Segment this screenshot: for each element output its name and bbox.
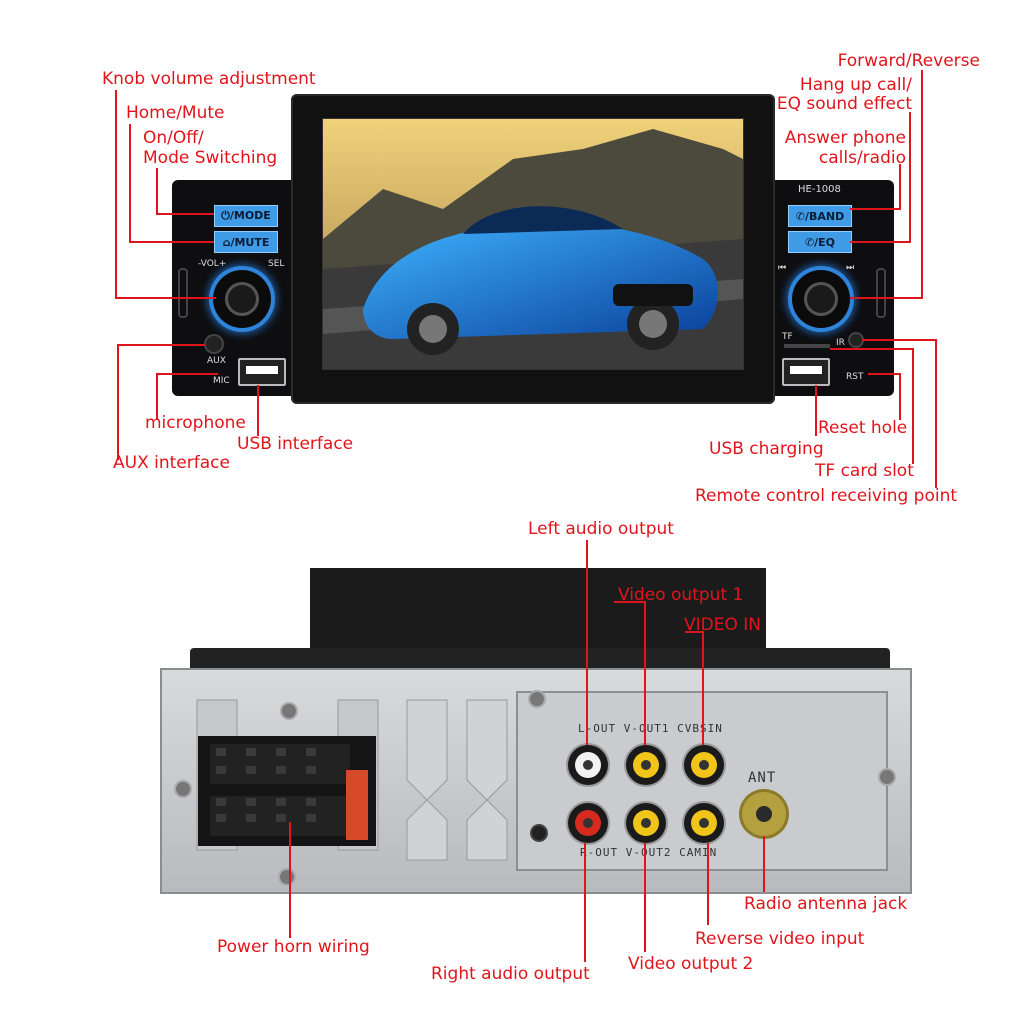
left-slot-decoration xyxy=(178,268,188,318)
car-wallpaper-image xyxy=(323,119,743,369)
label-reverse-video: Reverse video input xyxy=(695,929,865,949)
label-tf-card-slot: TF card slot xyxy=(815,461,914,481)
tf-marking: TF xyxy=(782,332,793,342)
label-answer-line2: calls/radio xyxy=(818,148,906,168)
tf-card-slot[interactable] xyxy=(784,344,830,348)
rca-video-out-1[interactable] xyxy=(626,745,666,785)
label-power-horn: Power horn wiring xyxy=(217,937,370,957)
rca-video-in[interactable] xyxy=(684,745,724,785)
next-marking: ⏭ xyxy=(846,263,855,273)
forward-reverse-knob[interactable] xyxy=(792,270,850,328)
label-aux-interface: AUX interface xyxy=(113,453,230,473)
aux-jack[interactable] xyxy=(206,336,222,352)
aux-marking: AUX xyxy=(207,356,226,366)
label-usb-interface: USB interface xyxy=(237,434,354,454)
label-answer-line1: Answer phone xyxy=(784,128,906,148)
mic-marking: MIC xyxy=(213,376,230,386)
usb-port-left[interactable] xyxy=(238,358,286,386)
ir-receiver xyxy=(850,334,862,346)
back-top-housing xyxy=(310,568,766,662)
rca-video-out-2[interactable] xyxy=(626,803,666,843)
rca-left-audio-out[interactable] xyxy=(568,745,608,785)
usb-port-right[interactable] xyxy=(782,358,830,386)
screw-left-bottom xyxy=(176,782,190,796)
label-home-mute: Home/Mute xyxy=(126,103,225,123)
label-right-audio-output: Right audio output xyxy=(431,964,590,984)
label-onoff-line1: On/Off/ xyxy=(143,128,204,148)
ir-marking: IR xyxy=(836,338,845,348)
label-left-audio-output: Left audio output xyxy=(528,519,674,539)
prev-marking: ⏮ xyxy=(778,263,787,273)
label-hangup-line1: Hang up call/ xyxy=(799,75,912,95)
display-screen[interactable] xyxy=(322,118,744,370)
antenna-jack[interactable] xyxy=(742,792,786,836)
label-video-in: VIDEO IN xyxy=(684,615,761,635)
ant-marking: ANT xyxy=(748,770,777,786)
label-video-output-1: Video output 1 xyxy=(618,585,744,605)
band-button[interactable]: ✆/BAND xyxy=(788,205,852,227)
rca-reverse-camera-in[interactable] xyxy=(684,803,724,843)
screw-center xyxy=(530,692,544,706)
label-usb-charging: USB charging xyxy=(709,439,824,459)
label-video-output-2: Video output 2 xyxy=(628,954,754,974)
top-row-markings: L-OUT V-OUT1 CVBSIN xyxy=(578,722,723,735)
rst-marking: RST xyxy=(846,372,864,382)
label-hangup-line2: EQ sound effect xyxy=(776,94,912,114)
mode-button[interactable]: ⏻/MODE xyxy=(214,205,278,227)
vol-marking: -VOL+ xyxy=(198,259,227,269)
bottom-row-markings: R-OUT V-OUT2 CAMIN xyxy=(580,846,718,859)
iso-connector-pins xyxy=(212,744,332,824)
model-label: HE-1008 xyxy=(798,184,841,195)
screw-right xyxy=(880,770,894,784)
label-onoff-line2: Mode Switching xyxy=(143,148,278,168)
label-knob-volume: Knob volume adjustment xyxy=(102,69,316,89)
volume-knob[interactable] xyxy=(213,270,271,328)
screw-left xyxy=(282,704,296,718)
label-reset-hole: Reset hole xyxy=(818,418,908,438)
label-remote-receiver: Remote control receiving point xyxy=(695,486,958,506)
label-forward-reverse: Forward/Reverse xyxy=(837,51,980,71)
rca-right-audio-out[interactable] xyxy=(568,803,608,843)
mute-button[interactable]: ⌂/MUTE xyxy=(214,231,278,253)
label-microphone: microphone xyxy=(145,413,246,433)
mic-jack-back[interactable] xyxy=(532,826,546,840)
sel-marking: SEL xyxy=(268,259,285,269)
label-radio-antenna: Radio antenna jack xyxy=(744,894,908,914)
right-slot-decoration xyxy=(876,268,886,318)
